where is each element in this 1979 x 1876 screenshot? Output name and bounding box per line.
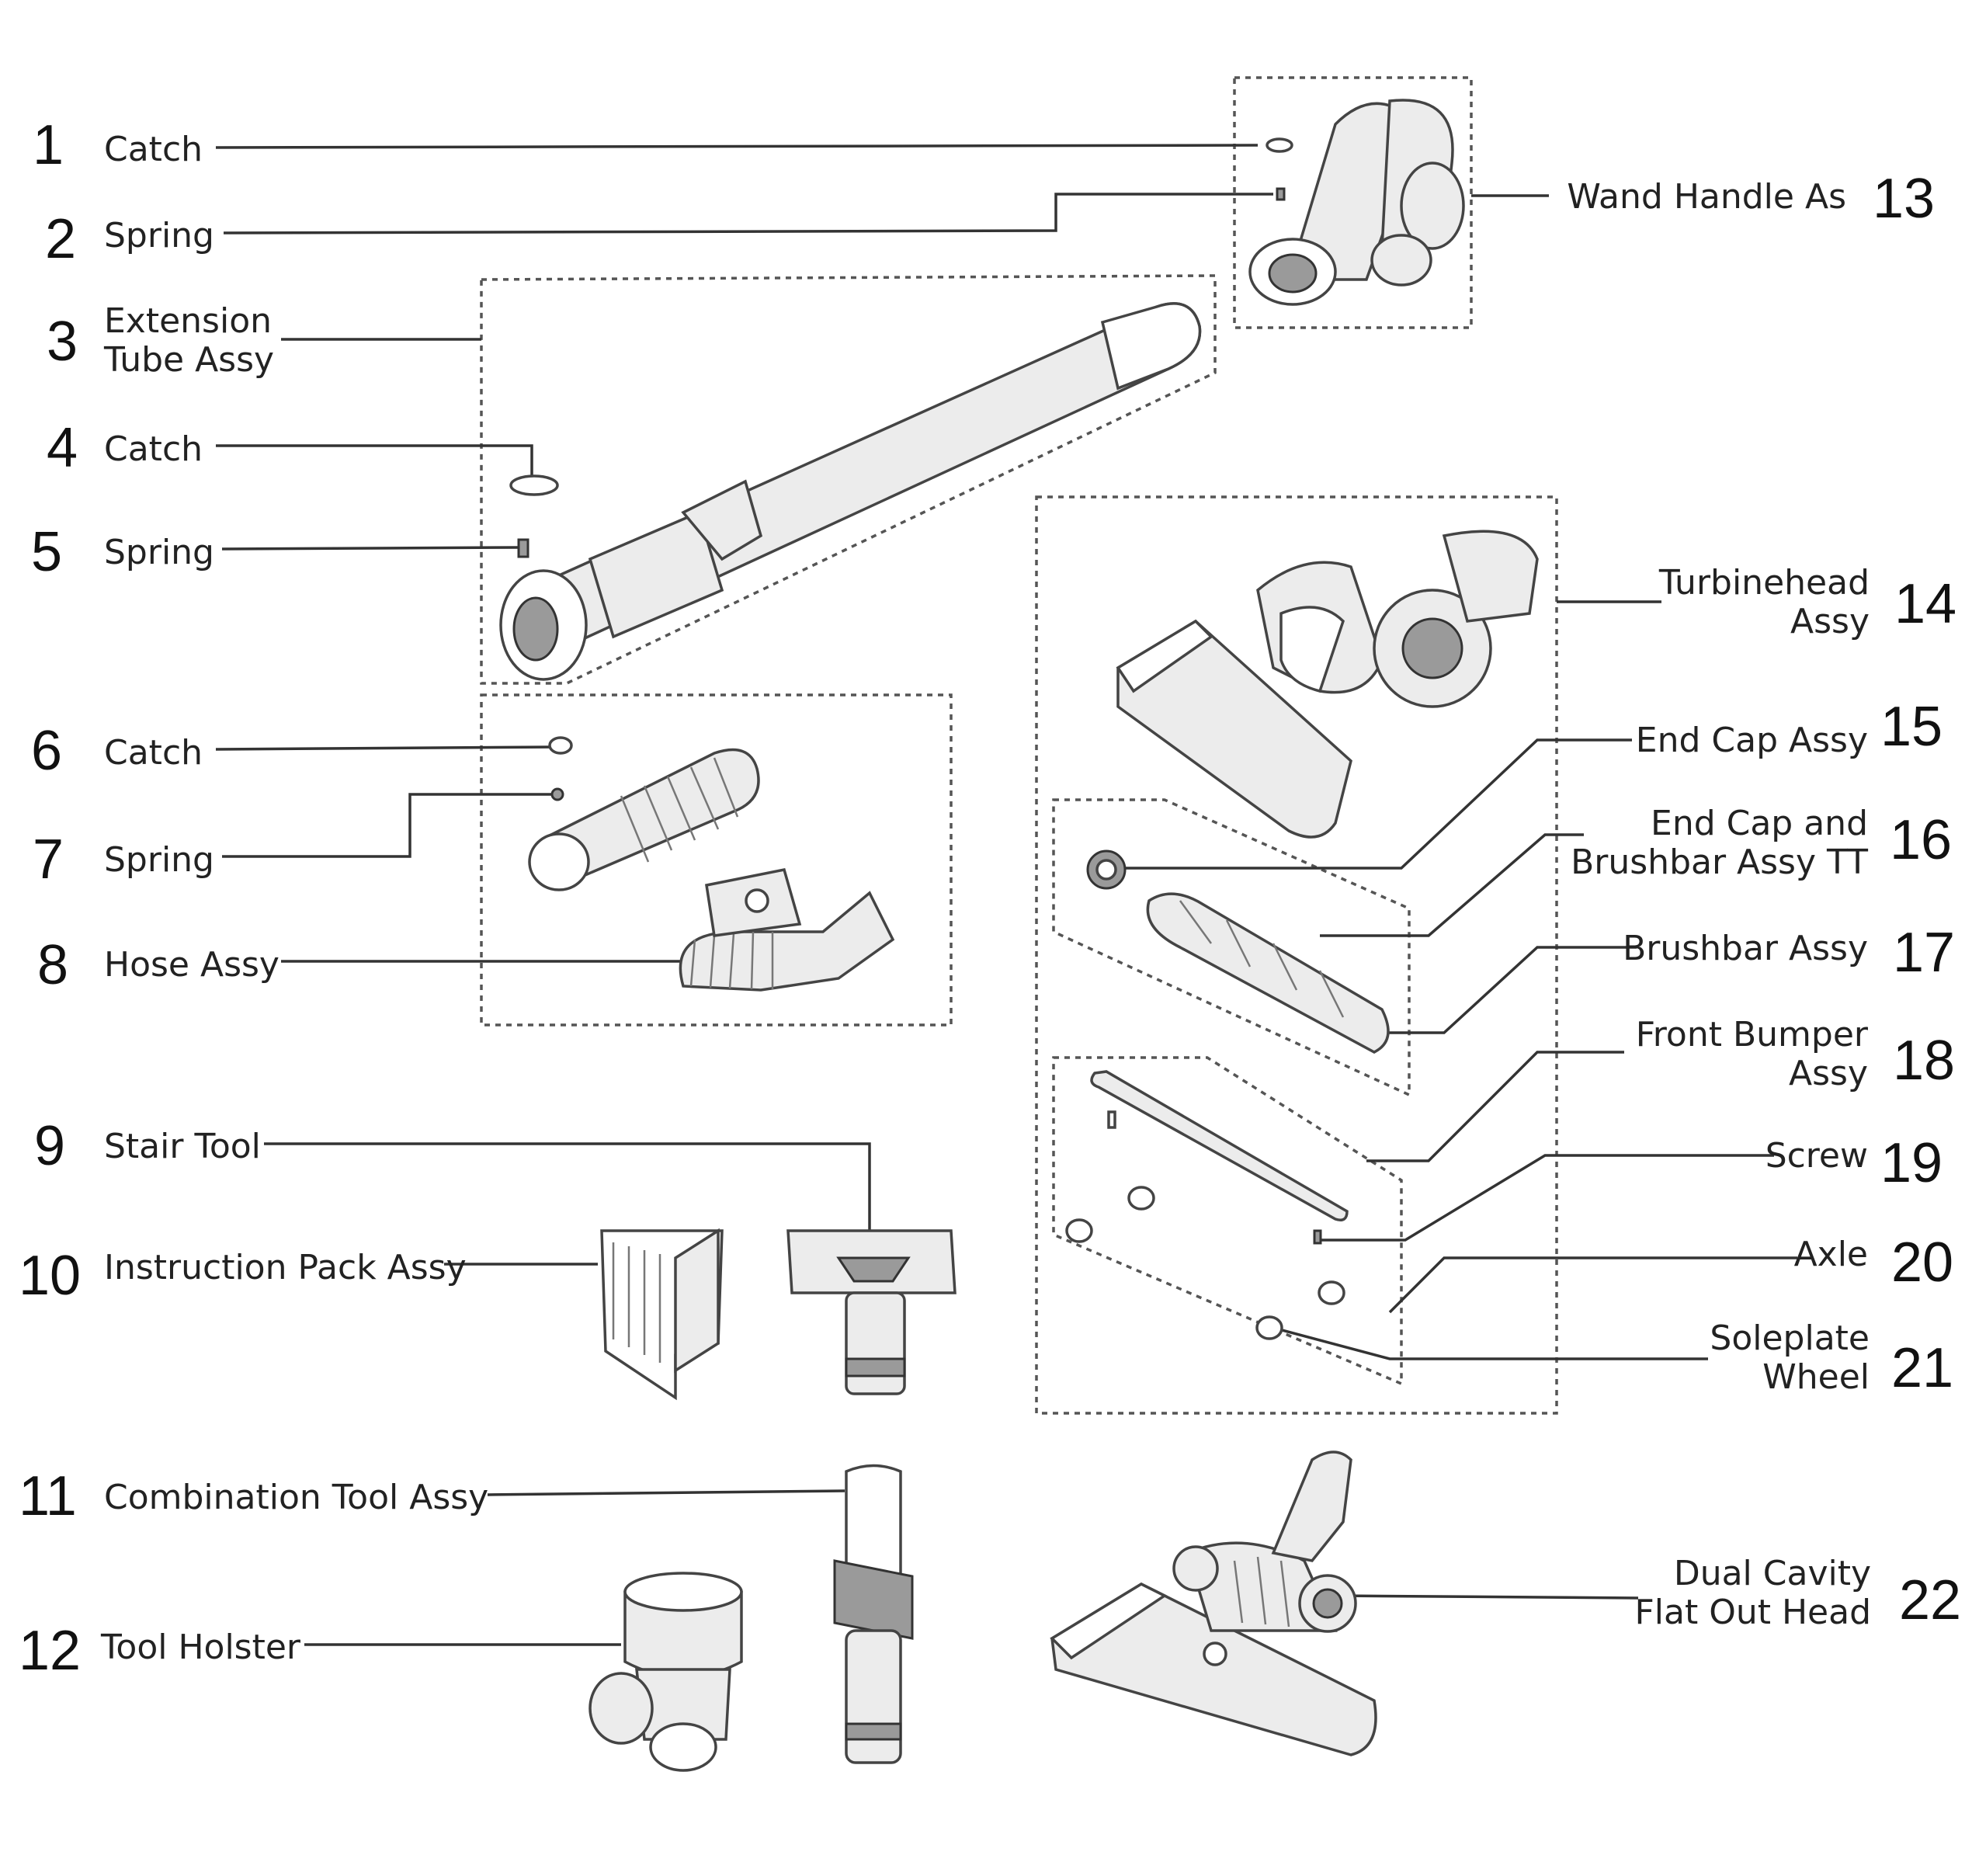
leader-lines	[215, 144, 1797, 1646]
group-boxes	[480, 76, 1558, 1415]
part-number-21: 21	[1891, 1337, 1953, 1399]
part-label-10: Instruction Pack Assy	[104, 1248, 467, 1287]
wand-handle-icon	[1248, 99, 1465, 306]
part-numbers: 1 2 3 4 5 6 7 8 9 10 11 12 13 14 15 16 1…	[19, 114, 1961, 1682]
bumper-parts-icon	[1065, 1070, 1349, 1340]
part-label-11: Combination Tool Assy	[104, 1478, 488, 1517]
part-label-14-line-2: Assy	[1790, 602, 1870, 641]
part-label-16-line-1: End Cap and	[1651, 804, 1868, 843]
part-label-19: Screw	[1765, 1136, 1868, 1176]
part-label-4: Catch	[104, 429, 203, 469]
leader-18	[1366, 1051, 1624, 1162]
leader-21	[1272, 1326, 1708, 1360]
part-number-3: 3	[47, 311, 78, 373]
leader-22	[1335, 1594, 1639, 1600]
part-label-2: Spring	[104, 216, 214, 255]
leader-9	[264, 1142, 871, 1231]
bumper-box	[1052, 1056, 1403, 1386]
part-number-14: 14	[1894, 573, 1956, 635]
part-number-4: 4	[47, 417, 78, 479]
brushbar-icon	[1086, 849, 1390, 1054]
part-label-6: Catch	[104, 733, 203, 773]
part-label-21-line-2: Wheel	[1762, 1357, 1870, 1397]
leader-19	[1320, 1154, 1774, 1242]
leader-1	[215, 144, 1259, 149]
part-labels-left: Catch Spring Extension Tube Assy Catch S…	[100, 130, 488, 1667]
leader-2	[223, 193, 1273, 234]
part-number-11: 11	[19, 1465, 77, 1527]
part-label-15: End Cap Assy	[1636, 721, 1868, 760]
part-label-13: Wand Handle As	[1567, 177, 1846, 217]
leader-17	[1382, 946, 1637, 1034]
part-number-13: 13	[1873, 168, 1935, 230]
leader-4	[216, 444, 533, 475]
leader-16	[1320, 833, 1584, 937]
part-number-10: 10	[19, 1245, 81, 1307]
part-label-5: Spring	[104, 533, 214, 572]
turbinehead-box	[1035, 495, 1558, 1415]
part-label-8: Hose Assy	[104, 945, 279, 985]
leader-5	[221, 546, 521, 551]
part-label-22-line-1: Dual Cavity	[1674, 1554, 1871, 1593]
hose-box	[480, 693, 953, 1027]
part-number-1: 1	[33, 114, 64, 176]
part-label-7: Spring	[104, 840, 214, 880]
part-number-5: 5	[31, 521, 62, 583]
part-number-15: 15	[1880, 696, 1943, 758]
part-label-3-line-2: Tube Assy	[103, 340, 274, 380]
part-label-14-line-1: Turbinehead	[1658, 563, 1870, 603]
brushbar-box	[1052, 798, 1411, 1097]
leader-20	[1388, 1256, 1797, 1314]
extension-tube-box	[480, 274, 1217, 685]
part-label-1: Catch	[104, 130, 203, 169]
part-number-16: 16	[1890, 809, 1952, 871]
part-number-7: 7	[33, 829, 64, 891]
part-label-17: Brushbar Assy	[1623, 929, 1868, 968]
part-number-2: 2	[45, 208, 76, 270]
turbinehead-icon	[1116, 530, 1539, 839]
part-number-12: 12	[19, 1620, 81, 1682]
leader-15	[1099, 738, 1632, 870]
combination-tool-icon	[833, 1464, 914, 1764]
extension-tube-icon	[499, 302, 1202, 681]
part-number-20: 20	[1891, 1232, 1953, 1294]
instruction-pack-icon	[600, 1228, 724, 1401]
leader-11	[487, 1489, 845, 1496]
flat-out-head-icon	[1050, 1450, 1377, 1756]
part-label-20: Axle	[1794, 1235, 1868, 1274]
part-label-21-line-1: Soleplate	[1710, 1318, 1870, 1358]
part-label-3-line-1: Extension	[104, 301, 272, 341]
part-number-17: 17	[1893, 922, 1955, 984]
part-label-18-line-2: Assy	[1789, 1054, 1868, 1093]
part-labels-right: Wand Handle As Turbinehead Assy End Cap …	[1567, 177, 1871, 1632]
part-number-18: 18	[1893, 1030, 1955, 1092]
part-label-18-line-1: Front Bumper	[1636, 1015, 1869, 1054]
part-number-8: 8	[37, 934, 68, 996]
part-number-22: 22	[1899, 1569, 1961, 1631]
part-number-19: 19	[1880, 1132, 1943, 1194]
part-label-9: Stair Tool	[104, 1127, 261, 1166]
part-label-16-line-2: Brushbar Assy TT	[1571, 842, 1868, 882]
hose-icon	[528, 736, 895, 992]
leader-7	[222, 793, 553, 858]
stair-tool-icon	[786, 1229, 957, 1395]
tool-holster-icon	[588, 1572, 743, 1772]
wand-handle-box	[1233, 76, 1473, 329]
part-label-22-line-2: Flat Out Head	[1634, 1593, 1871, 1632]
part-label-12: Tool Holster	[100, 1628, 301, 1667]
part-number-9: 9	[34, 1115, 65, 1177]
part-number-6: 6	[31, 720, 62, 782]
leader-6	[215, 745, 556, 751]
